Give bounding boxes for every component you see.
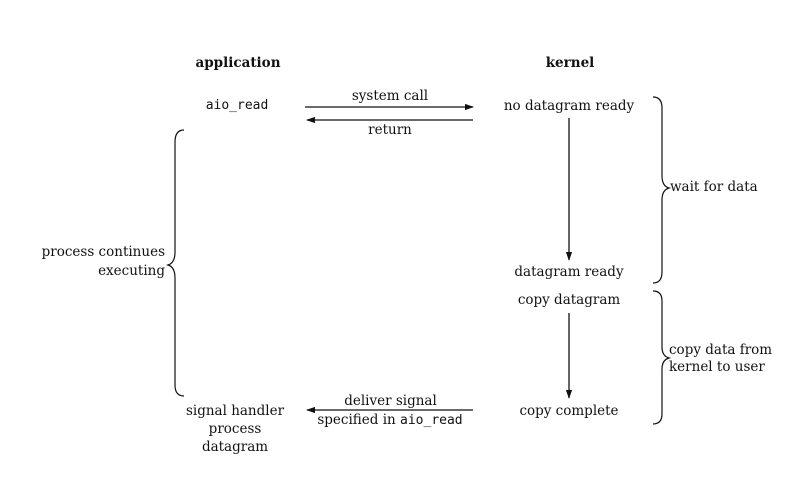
aio-read-label: aio_read — [205, 98, 269, 113]
copy-data-brace — [652, 290, 672, 425]
deliver-signal-line1: deliver signal — [344, 393, 437, 409]
wait-for-data-brace — [652, 96, 672, 284]
kernel-header: kernel — [545, 55, 595, 71]
deliver-signal-code: aio_read — [400, 413, 463, 428]
system-call-label: system call — [351, 88, 429, 104]
signal-handler-line2: process — [208, 421, 262, 437]
copy-datagram-label: copy datagram — [517, 292, 621, 308]
wait-for-data-label: wait for data — [670, 179, 758, 195]
process-continues-line2: executing — [98, 263, 165, 279]
copy-complete-label: copy complete — [519, 403, 619, 419]
process-continues-line1: process continues — [41, 244, 165, 260]
copy-data-line2: kernel to user — [669, 359, 765, 375]
signal-handler-line3: datagram — [201, 439, 269, 455]
signal-handler-line1: signal handler — [185, 403, 285, 419]
copy-data-line1: copy data from — [669, 342, 773, 358]
application-header: application — [195, 55, 281, 71]
process-continues-brace — [165, 129, 185, 397]
datagram-ready-label: datagram ready — [514, 264, 624, 280]
deliver-signal-prefix: specified in — [317, 412, 401, 428]
deliver-signal-line2: specified in aio_read — [305, 412, 475, 429]
return-label: return — [368, 122, 412, 138]
no-datagram-ready-label: no datagram ready — [503, 98, 635, 114]
